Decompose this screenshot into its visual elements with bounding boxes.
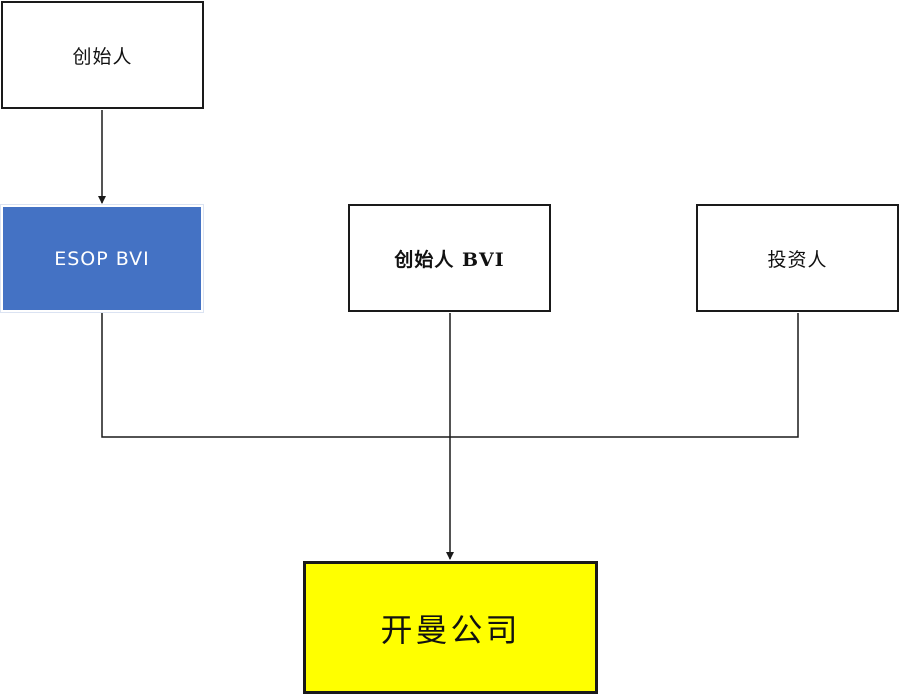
node-esop-bvi: ESOP BVI [1,205,203,312]
node-esop-bvi-label: ESOP BVI [54,247,150,270]
node-investor: 投资人 [696,204,899,312]
node-investor-label: 投资人 [767,248,828,271]
edge-esop-to-bus [101,313,450,438]
edge-investor-to-bus [450,313,799,438]
node-founder-bvi: 创始人 BVI [348,204,551,312]
node-founder-bvi-label: 创始人 BVI [394,248,505,271]
node-founder-label: 创始人 [72,45,133,68]
node-founder: 创始人 [1,1,204,109]
node-cayman-company-label: 开曼公司 [380,610,521,649]
node-cayman-company: 开曼公司 [303,561,598,694]
